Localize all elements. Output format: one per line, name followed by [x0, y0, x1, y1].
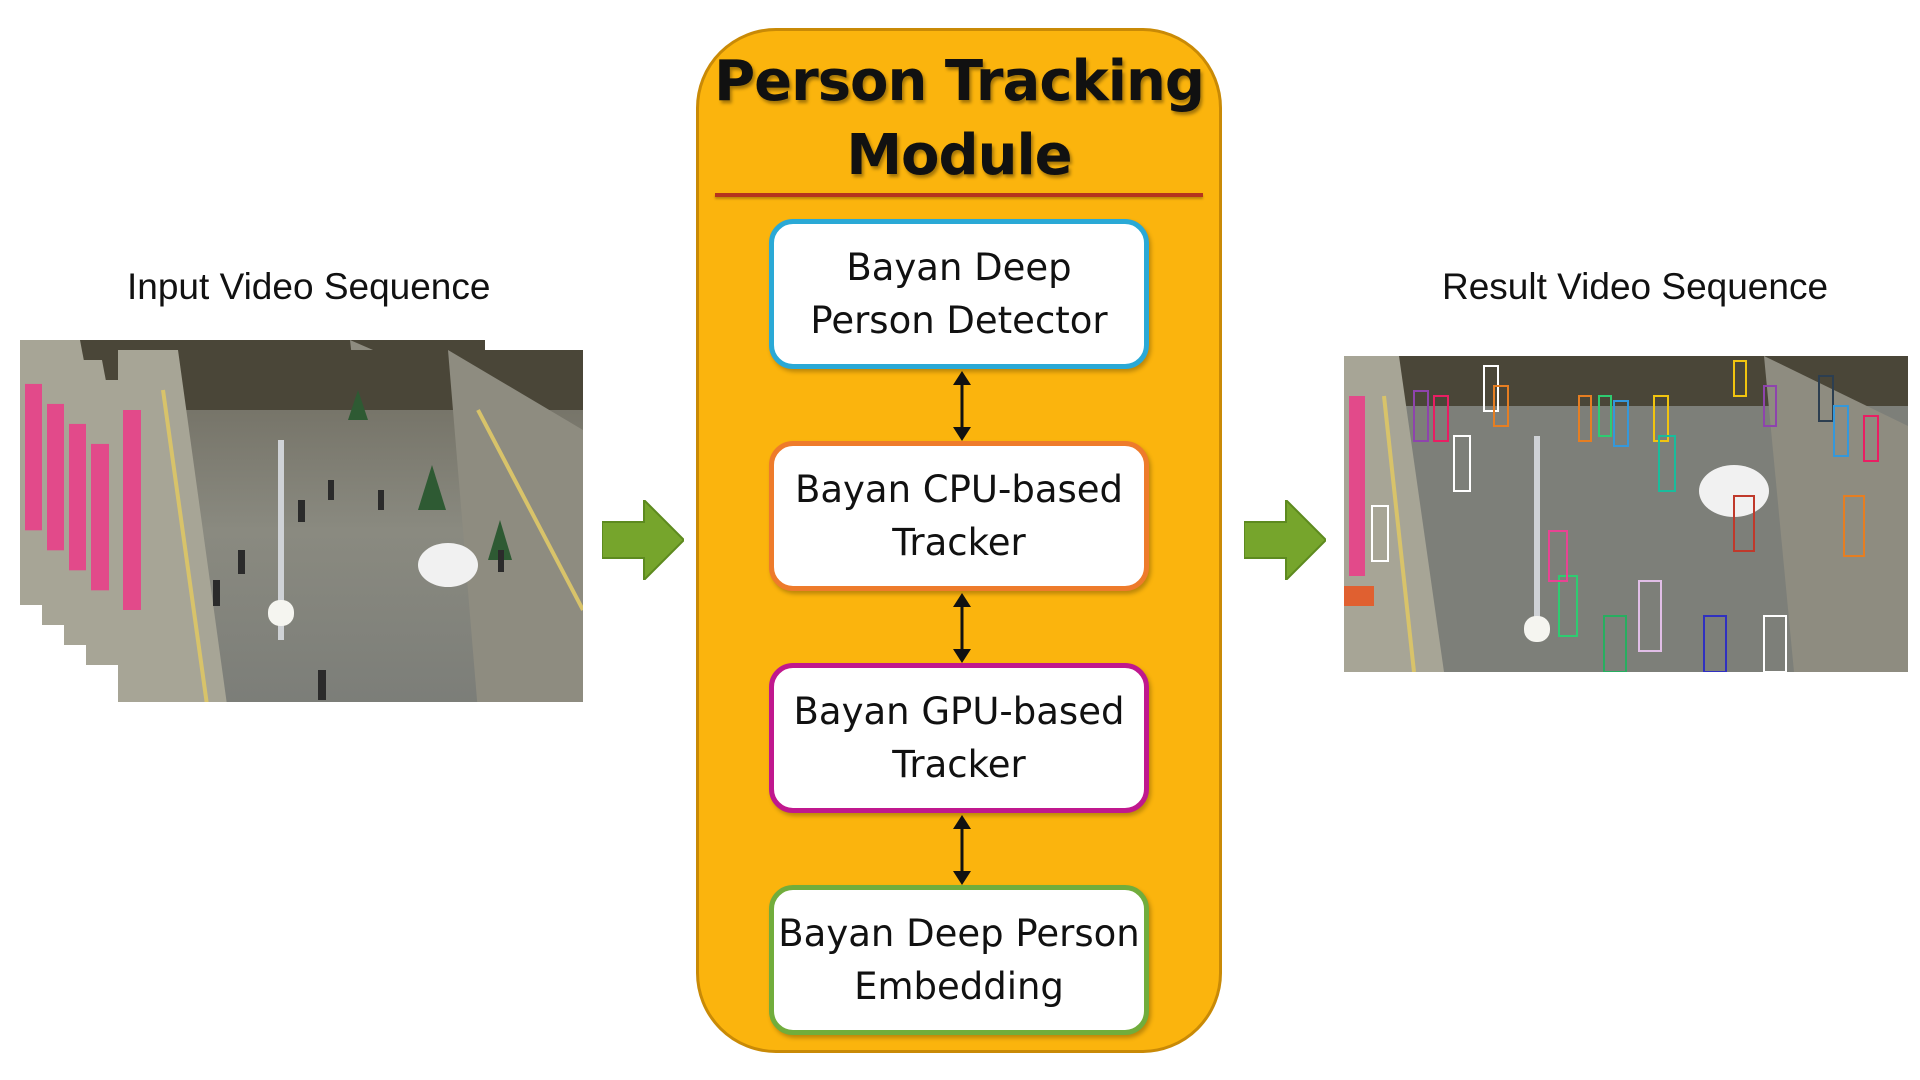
gpu-tracker-block: Bayan GPU-based Tracker	[769, 663, 1149, 813]
bidirectional-arrow-icon	[953, 593, 971, 663]
title-divider	[715, 193, 1203, 197]
input-video-frames	[18, 338, 586, 712]
module-title: Person Tracking Module	[699, 45, 1219, 193]
gpu-tracker-label-line-2: Tracker	[892, 743, 1026, 786]
input-flow-arrow	[601, 497, 686, 584]
tracked-frame-graphic	[1344, 356, 1908, 673]
detector-label-line-1: Bayan Deep	[846, 246, 1072, 289]
embedding-label-line-2: Embedding	[854, 965, 1064, 1008]
embedding-block: Bayan Deep Person Embedding	[769, 885, 1149, 1035]
module-title-line-2: Module	[846, 123, 1072, 188]
right-arrow-icon	[601, 497, 686, 583]
gpu-tracker-label-line-1: Bayan GPU-based	[793, 690, 1125, 733]
bidirectional-arrow-icon	[953, 815, 971, 885]
module-title-line-1: Person Tracking	[714, 49, 1205, 114]
bidirectional-arrow-icon	[953, 371, 971, 441]
frame-5	[118, 350, 583, 712]
frame-stack-graphic	[18, 338, 583, 712]
cpu-tracker-block: Bayan CPU-based Tracker	[769, 441, 1149, 591]
embedding-label-line-1: Bayan Deep Person	[778, 912, 1140, 955]
right-arrow-icon	[1243, 497, 1328, 583]
cpu-tracker-label-line-2: Tracker	[892, 521, 1026, 564]
result-video-frame	[1344, 356, 1908, 673]
cpu-tracker-label-line-1: Bayan CPU-based	[794, 468, 1124, 511]
input-video-label: Input Video Sequence	[127, 266, 491, 307]
result-video-label: Result Video Sequence	[1442, 266, 1829, 307]
output-flow-arrow	[1243, 497, 1328, 584]
person-tracking-module: Person Tracking Module Bayan Deep Person…	[696, 28, 1222, 1053]
detector-label-line-2: Person Detector	[810, 299, 1108, 342]
detector-block: Bayan Deep Person Detector	[769, 219, 1149, 369]
